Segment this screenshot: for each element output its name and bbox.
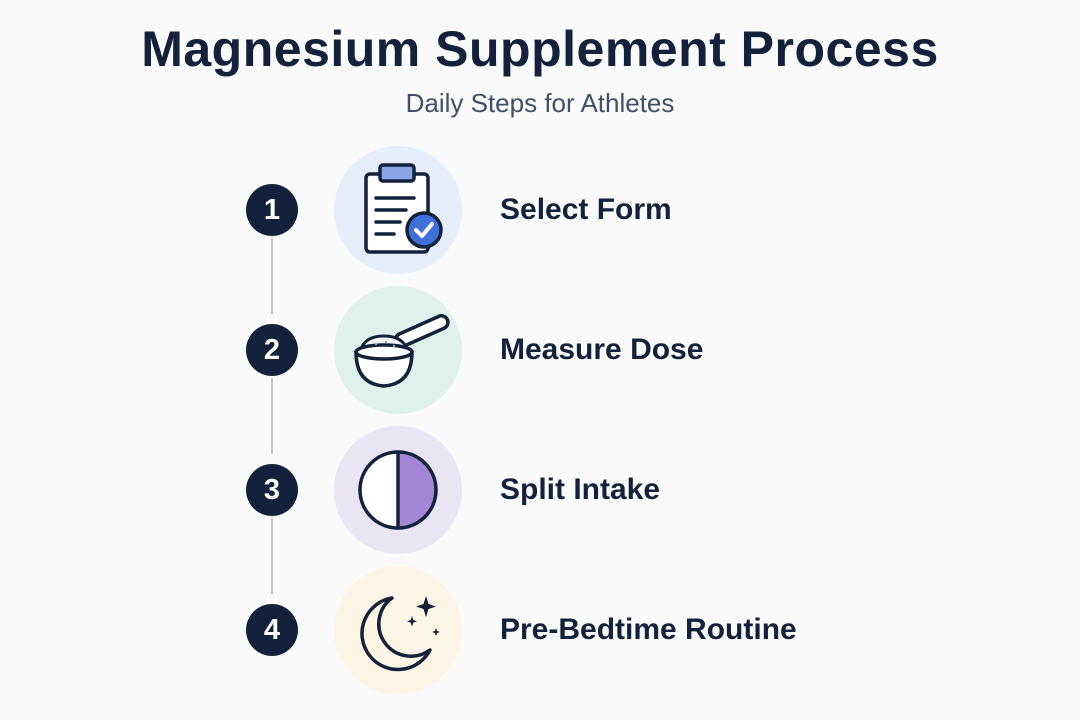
page-subtitle: Daily Steps for Athletes	[405, 88, 675, 118]
step-label-2: Measure Dose	[500, 333, 704, 366]
half-circle-icon	[358, 450, 438, 530]
step-icon-circle-3	[334, 426, 462, 554]
step-label-3: Split Intake	[500, 473, 661, 506]
step-label-4: Pre-Bedtime Routine	[500, 613, 797, 646]
connector-line-3-4	[271, 518, 273, 594]
step-icon-circle-4	[334, 566, 462, 694]
step-number-badge-3: 3	[246, 464, 298, 516]
step-label-1: Select Form	[500, 193, 672, 226]
page-title: Magnesium Supplement Process	[141, 21, 939, 77]
step-number-badge-4: 4	[246, 604, 298, 656]
connector-line-1-2	[271, 238, 273, 314]
clipboard-check-icon	[364, 163, 443, 254]
step-icon-circle-2	[334, 286, 462, 414]
step-number-badge-1: 1	[246, 184, 298, 236]
step-number-badge-2: 2	[246, 324, 298, 376]
measuring-scoop-icon	[354, 314, 450, 388]
connector-line-2-3	[271, 378, 273, 454]
step-icon-circle-1	[334, 146, 462, 274]
moon-stars-icon	[360, 596, 440, 672]
